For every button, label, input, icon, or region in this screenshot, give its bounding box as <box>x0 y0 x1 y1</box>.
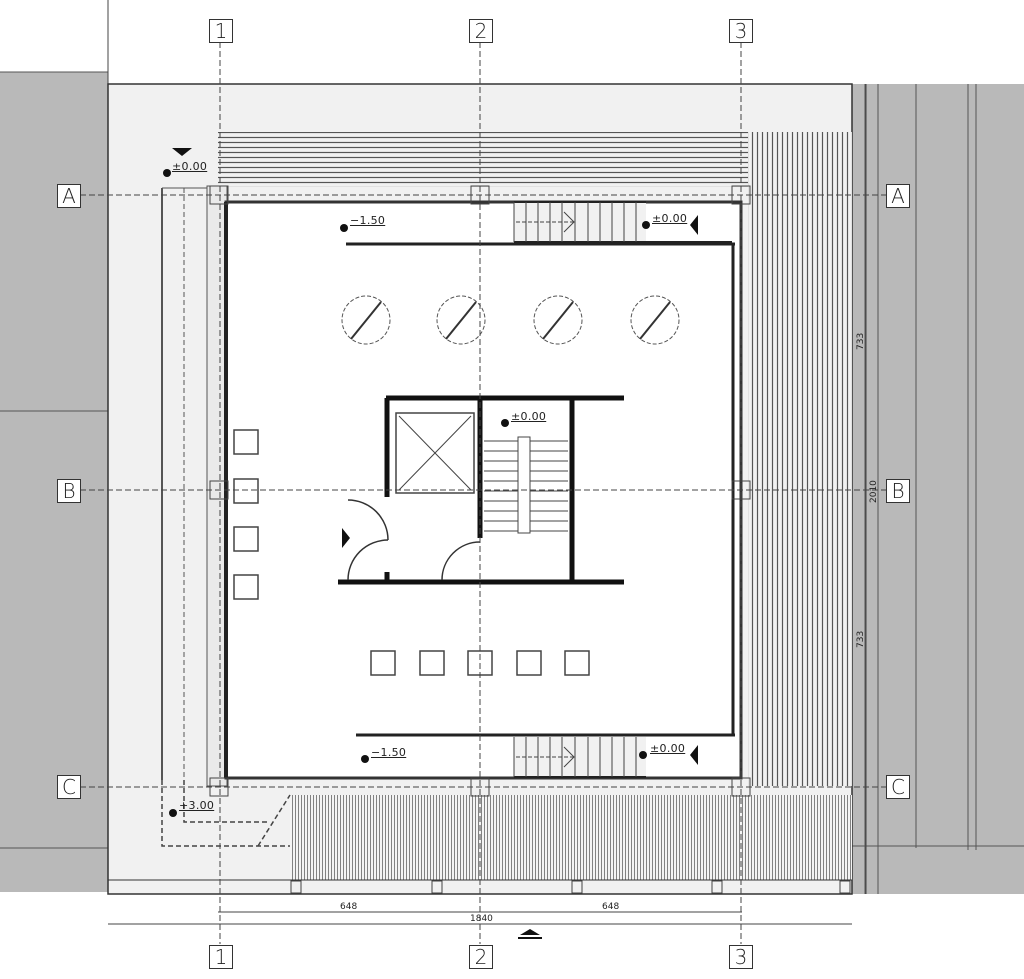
grid-tag-c-right: C <box>886 775 910 799</box>
north-arrow-icon <box>520 929 540 935</box>
dimension-label: 648 <box>340 902 358 912</box>
level-arrow-icon <box>172 148 192 156</box>
grid-tag-a-right: A <box>886 184 910 208</box>
dimension-label: 733 <box>856 630 866 648</box>
grid-tag-1-bottom: 1 <box>209 945 233 969</box>
ramp <box>161 780 291 847</box>
grid-tag-3-top: 3 <box>729 19 753 43</box>
door-icon <box>347 499 389 541</box>
level-mark-icons <box>163 169 650 817</box>
level-label: ±0.00 <box>172 160 208 173</box>
grid-tag-b-left: B <box>57 479 81 503</box>
dimension-label: 733 <box>856 332 866 350</box>
level-label: ±0.00 <box>511 410 547 423</box>
stair-top <box>513 201 732 243</box>
door-icon <box>441 541 481 581</box>
grid-tag-1-top: 1 <box>209 19 233 43</box>
columns-bottom <box>370 650 590 676</box>
grid-tag-3-bottom: 3 <box>729 945 753 969</box>
dimension-label: 2010 <box>869 480 879 503</box>
grid-tag-c-left: C <box>57 775 81 799</box>
skylights <box>341 295 680 345</box>
dimension-label: 648 <box>602 902 620 912</box>
columns-left <box>233 429 259 600</box>
grid-tag-2-top: 2 <box>469 19 493 43</box>
grid-tag-b-right: B <box>886 479 910 503</box>
level-label: ±0.00 <box>652 212 688 225</box>
grid-tag-2-bottom: 2 <box>469 945 493 969</box>
level-label: −1.50 <box>371 746 407 759</box>
grid-tag-a-left: A <box>57 184 81 208</box>
level-label: ±0.00 <box>650 742 686 755</box>
grid-lines <box>80 42 886 944</box>
dimension-lines <box>108 84 867 925</box>
elevator-icon <box>395 412 475 494</box>
level-label: +3.00 <box>179 799 215 812</box>
dimension-label: 1840 <box>470 914 493 924</box>
stair-bottom <box>513 737 646 778</box>
site-context <box>0 0 1024 894</box>
level-label: −1.50 <box>350 214 386 227</box>
